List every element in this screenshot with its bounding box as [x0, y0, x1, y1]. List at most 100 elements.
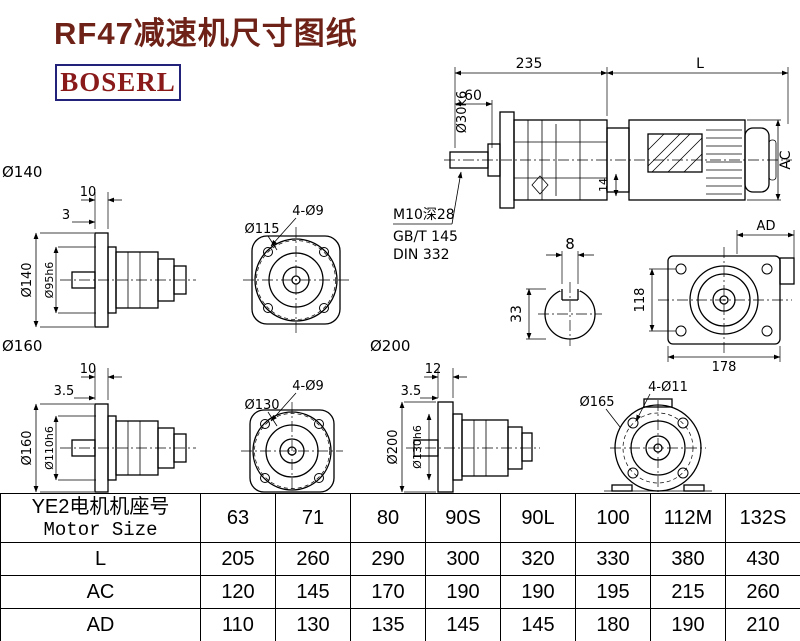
table-header-row: YE2电机机座号 Motor Size 63 71 80 90S 90L 100… — [0, 493, 800, 543]
table-cell: 170 — [350, 575, 426, 609]
table-cell: 380 — [650, 542, 726, 576]
view-key-section: 8 33 — [509, 235, 602, 346]
row-label: AC — [0, 575, 201, 609]
dim-label: 10 — [80, 185, 97, 200]
table-cell: 180 — [575, 608, 651, 641]
table-cell: 195 — [575, 575, 651, 609]
dim-label: Ø115 — [244, 222, 279, 237]
table-header-en: Motor Size — [43, 519, 158, 541]
bolt-hole — [675, 263, 687, 275]
leader-line — [267, 235, 278, 251]
bolt-hole — [677, 417, 689, 429]
row-label: L — [0, 542, 201, 576]
dim-label: L — [696, 56, 704, 72]
leader-line — [451, 171, 463, 225]
flange-od — [254, 238, 338, 322]
dim-label: 4-Ø9 — [292, 204, 323, 219]
table-col-header: 90S — [425, 493, 501, 543]
end-cap — [521, 432, 533, 462]
dim-label: 3 — [62, 208, 70, 223]
terminal-tab — [779, 257, 795, 285]
bolt-hole — [319, 247, 329, 257]
dim-label: 235 — [516, 56, 543, 72]
table-cell: 300 — [425, 542, 501, 576]
dim-label: Ø95h6 — [43, 262, 56, 299]
standard-note: DIN 332 — [393, 247, 450, 263]
hatch-line — [647, 133, 665, 151]
brand-text: BOSERL — [60, 67, 176, 97]
table-cell: 430 — [725, 542, 800, 576]
dim-label: 178 — [712, 360, 737, 375]
table-col-header: 80 — [350, 493, 426, 543]
table-cell: 320 — [500, 542, 576, 576]
bolt-hole — [677, 467, 689, 479]
hatch-line — [667, 137, 703, 173]
pilot — [452, 413, 463, 481]
table-header-label: YE2电机机座号 Motor Size — [0, 493, 201, 543]
table-cell: 145 — [500, 608, 576, 641]
bolt-hole — [314, 419, 324, 429]
view-output-140: Ø140 10 3 Ø140 Ø95h6 — [2, 163, 196, 328]
bolt-hole — [627, 417, 639, 429]
dim-label: Ø130 — [244, 398, 279, 413]
dim-label: 10 — [80, 362, 97, 377]
motor-foot — [611, 484, 633, 492]
dim-label: 60 — [464, 88, 482, 104]
bolt-hole — [260, 473, 270, 483]
view-output-160: Ø160 10 3.5 Ø160 Ø110h6 — [2, 337, 196, 493]
dim-label: 8 — [565, 235, 575, 253]
page-title: RF47减速机尺寸图纸 — [54, 16, 358, 51]
dim-label: Ø160 — [20, 430, 35, 465]
dim-label: 3.5 — [54, 384, 75, 399]
bolt-circle — [256, 240, 336, 320]
hatch-line — [683, 153, 703, 173]
bolt-hole — [761, 325, 773, 337]
dim-label: Ø30k6 — [455, 91, 470, 134]
table-cell: 330 — [575, 542, 651, 576]
dim-label: Ø200 — [370, 337, 410, 355]
row-label: AD — [0, 608, 201, 641]
view-flange-115: 4-Ø9 Ø115 — [243, 204, 349, 333]
table-col-header: 112M — [650, 493, 726, 543]
table-cell: 205 — [200, 542, 276, 576]
table-col-header: 132S — [725, 493, 800, 543]
hatch-line — [651, 133, 691, 173]
dim-label: Ø160 — [2, 337, 42, 355]
end-cap — [173, 265, 187, 295]
table-cell: 110 — [200, 608, 276, 641]
table-cell: 215 — [650, 575, 726, 609]
table-row-AD: AD 110 130 135 145 145 180 190 210 — [0, 608, 800, 641]
dim-label: Ø140 — [20, 262, 35, 297]
bolt-hole — [761, 263, 773, 275]
view-output-200: Ø200 12 3.5 Ø200 Ø130h6 — [370, 337, 540, 493]
dim-label: AC — [778, 150, 794, 169]
table-col-header: 90L — [500, 493, 576, 543]
view-motor-rear: 4-Ø11 Ø165 — [579, 380, 712, 492]
dim-label: Ø130h6 — [411, 425, 424, 469]
bolt-hole — [314, 473, 324, 483]
dim-label: 12 — [425, 362, 442, 377]
technical-drawing: Ø140 10 3 Ø140 Ø95h6 — [2, 56, 795, 493]
dim-label: Ø200 — [386, 429, 401, 464]
dim-label: Ø110h6 — [43, 426, 56, 470]
table-cell: 260 — [725, 575, 800, 609]
table-col-header: 63 — [200, 493, 276, 543]
table-cell: 145 — [275, 575, 351, 609]
view-main-assembly: 235 L 60 Ø30k6 — [393, 56, 794, 263]
bolt-hole — [263, 303, 273, 313]
leader-line — [605, 408, 621, 428]
table-cell: 145 — [425, 608, 501, 641]
table-row-L: L 205 260 290 300 320 330 380 430 — [0, 542, 800, 576]
bolt-hole — [627, 467, 639, 479]
view-side-ad: AD 118 178 — [633, 219, 795, 375]
table-cell: 135 — [350, 608, 426, 641]
terminal-box — [647, 133, 703, 173]
bolt-hole — [675, 325, 687, 337]
dim-label: 118 — [633, 288, 648, 313]
motor-size-table: YE2电机机座号 Motor Size 63 71 80 90S 90L 100… — [0, 493, 800, 641]
dim-label: 3.5 — [401, 384, 422, 399]
table-cell: 210 — [725, 608, 800, 641]
table-cell: 290 — [350, 542, 426, 576]
table-cell: 120 — [200, 575, 276, 609]
dim-label: Ø165 — [579, 395, 614, 410]
